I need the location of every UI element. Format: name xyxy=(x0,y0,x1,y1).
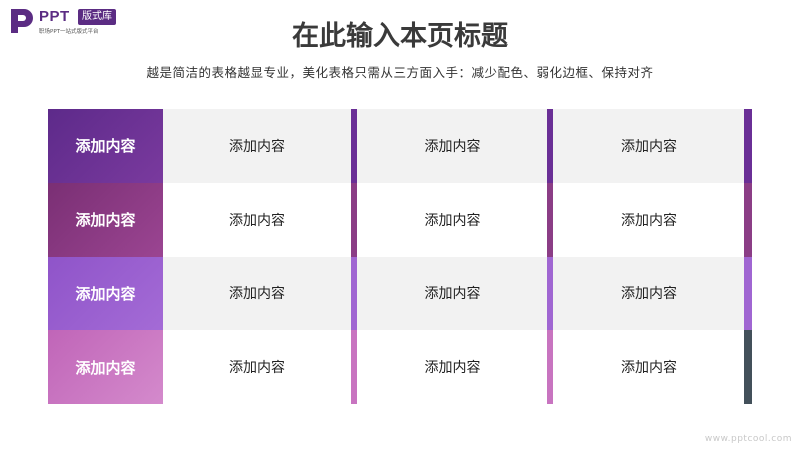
accent-bar xyxy=(351,109,357,183)
logo-brand-text: PPT xyxy=(39,8,70,25)
accent-bar xyxy=(547,256,553,331)
table-cell: 添加内容 xyxy=(424,212,481,229)
accent-bar xyxy=(744,256,752,331)
table-cell: 添加内容 xyxy=(229,286,285,303)
watermark: www.pptcool.com xyxy=(704,434,792,444)
row-header-cell: 添加内容 xyxy=(48,182,163,257)
table-cell: 添加内容 xyxy=(621,286,677,303)
content-table: 添加内容添加内容添加内容添加内容添加内容添加内容添加内容添加内容添加内容添加内容… xyxy=(48,109,752,404)
table-row: 添加内容 添加内容 添加内容 添加内容 xyxy=(48,330,752,404)
table-cell: 添加内容 xyxy=(621,138,677,155)
accent-bar xyxy=(547,109,553,183)
logo-tagline: 职场PPT一站式版式平台 xyxy=(39,29,99,35)
accent-bar xyxy=(547,330,553,404)
slide-subtitle: 越是简洁的表格越显专业，美化表格只需从三方面入手：减少配色、弱化边框、保持对齐 xyxy=(146,65,654,80)
table-cell: 添加内容 xyxy=(229,212,285,229)
logo-badge: 版式库 xyxy=(78,9,116,25)
table-row: 添加内容 添加内容 添加内容 添加内容 xyxy=(48,256,752,331)
table-cell: 添加内容 xyxy=(229,138,285,155)
accent-bar xyxy=(547,182,553,257)
table-row: 添加内容 添加内容 添加内容 添加内容 xyxy=(48,182,752,257)
accent-bar xyxy=(744,109,752,183)
row-header-cell: 添加内容 xyxy=(48,256,163,331)
table-row: 添加内容 添加内容 添加内容 添加内容 xyxy=(48,109,752,183)
table-cell: 添加内容 xyxy=(621,212,677,229)
table-cell: 添加内容 xyxy=(424,286,481,303)
accent-bar xyxy=(744,182,752,257)
ppt-logo-icon xyxy=(11,9,33,33)
row-header-cell: 添加内容 xyxy=(48,109,163,183)
accent-bar xyxy=(744,330,752,404)
brand-logo: PPT 版式库 职场PPT一站式版式平台 xyxy=(8,6,148,38)
accent-bar xyxy=(351,330,357,404)
accent-bar xyxy=(351,256,357,331)
table-cell: 添加内容 xyxy=(424,138,481,155)
accent-bar xyxy=(351,182,357,257)
table-cell: 添加内容 xyxy=(424,360,481,377)
table-cell: 添加内容 xyxy=(229,360,285,377)
slide-title: 在此输入本页标题 xyxy=(292,21,508,52)
table-cell: 添加内容 xyxy=(621,360,677,377)
row-header-cell: 添加内容 xyxy=(48,330,163,404)
